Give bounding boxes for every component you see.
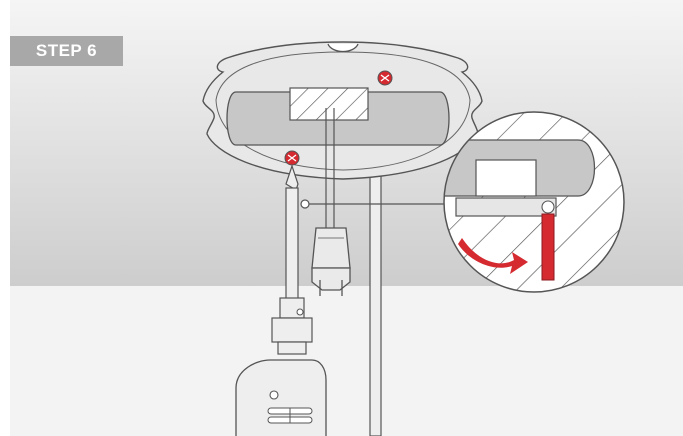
screw-icon [284,150,300,166]
screw-icon [377,70,393,86]
rotate-arrow-icon [458,238,528,274]
detail-magnifier [443,111,625,293]
fixture-inner-ring [215,51,471,171]
screwdriver [235,164,327,436]
junction-box-hatch [289,87,369,121]
callout-point [300,199,310,209]
step-badge: STEP 6 [10,36,123,66]
step-label: STEP 6 [35,41,98,60]
cable-connector [311,227,351,296]
floor-background [10,286,683,436]
bracket-latch [541,213,555,281]
fixture-notch [327,43,359,53]
